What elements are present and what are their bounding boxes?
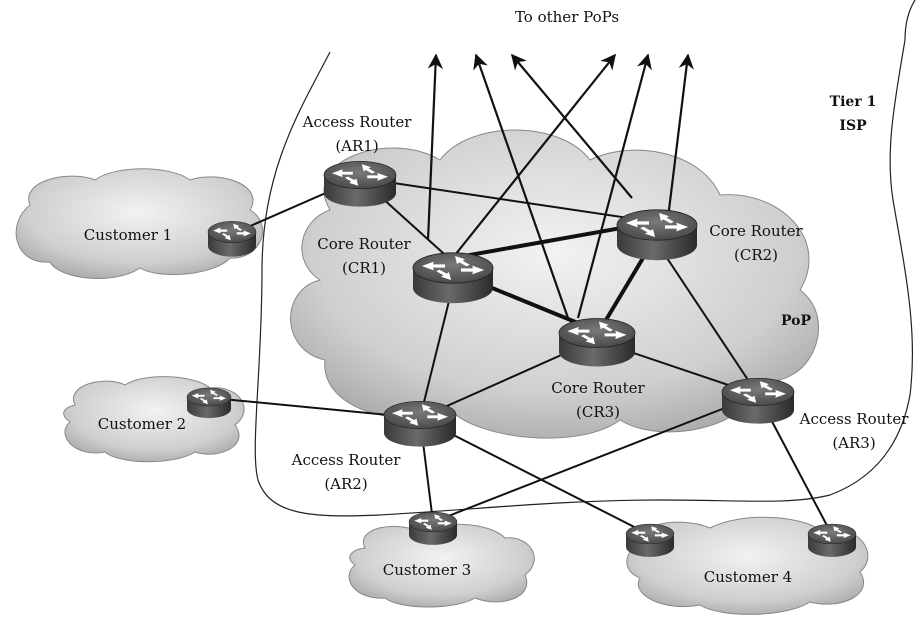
- customer1-label: Customer 1: [84, 226, 172, 244]
- cr2-label-line1: Core Router: [709, 222, 803, 240]
- ar1-label-line1: Access Router: [302, 113, 413, 131]
- cr3-label-line2: (CR3): [576, 403, 620, 421]
- pop-label: PoP: [781, 313, 811, 329]
- cr1-label-line1: Core Router: [317, 235, 411, 253]
- router-cr2: [617, 210, 697, 260]
- ar1-label-line2: (AR1): [335, 137, 378, 155]
- isp-boundary: [254, 39, 914, 517]
- customer3-label: Customer 3: [383, 561, 471, 579]
- router-customer2: [187, 388, 231, 418]
- router-customer3: [409, 512, 457, 545]
- router-ar3: [722, 378, 794, 423]
- customer4-label: Customer 4: [704, 568, 792, 586]
- router-cr1: [413, 253, 493, 303]
- router-ar2: [384, 401, 456, 446]
- uplink-arrows: [426, 53, 694, 319]
- isp-label: ISP: [839, 118, 867, 134]
- isp-boundary-right-edge: [904, 0, 916, 41]
- ar3-label-line1: Access Router: [799, 410, 910, 428]
- router-customer4a: [626, 524, 674, 557]
- ar2-label-line1: Access Router: [291, 451, 402, 469]
- ar2-label-line2: (AR2): [324, 475, 367, 493]
- router-customer4b: [808, 524, 856, 557]
- cr3-label-line1: Core Router: [551, 379, 645, 397]
- router-cr3: [559, 319, 635, 367]
- tier1-label: Tier 1: [830, 94, 877, 110]
- cr2-label-line2: (CR2): [734, 246, 778, 264]
- cr1-label-line2: (CR1): [342, 259, 386, 277]
- ar3-label-line2: (AR3): [832, 434, 875, 452]
- customer1-cloud: [15, 168, 263, 279]
- customer2-label: Customer 2: [98, 415, 186, 433]
- customer4-cloud: [626, 516, 869, 615]
- router-customer1: [208, 221, 256, 256]
- router-ar1: [324, 161, 396, 206]
- title-to-other-pops: To other PoPs: [515, 8, 619, 26]
